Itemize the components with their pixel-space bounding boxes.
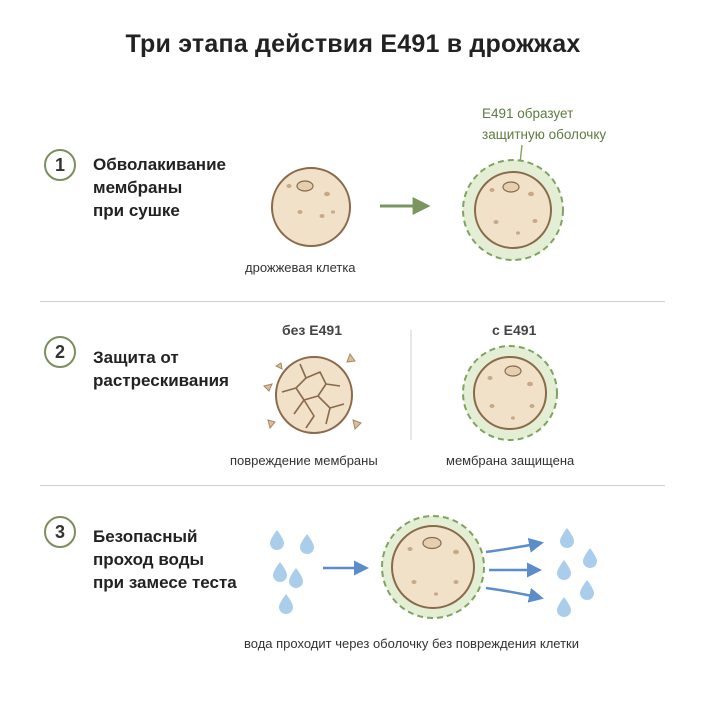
step-2-number: 2 (44, 336, 76, 368)
water-drops-left (270, 530, 314, 614)
protected-yeast-cell (462, 345, 558, 441)
water-drops-right (557, 528, 597, 617)
membrane-protected-caption: мембрана защищена (446, 453, 575, 468)
divider-1 (40, 301, 665, 302)
step-1-label-line: мембраны (93, 178, 183, 197)
step-2-label-line: растрескивания (93, 371, 229, 390)
divider-2 (40, 485, 665, 486)
water-outflow-arrows (485, 537, 544, 603)
step-1-label-line: при сушке (93, 201, 180, 220)
step-1-label: Обволакивание мембраны при сушке (93, 153, 226, 222)
coated-yeast-cell (462, 159, 564, 261)
coating-note-line: защитную оболочку (482, 127, 607, 142)
with-e491-heading: с E491 (492, 322, 537, 338)
without-e491-heading: без E491 (282, 322, 342, 338)
step-2-label: Защита от растрескивания (93, 346, 229, 392)
step-3-number: 3 (44, 516, 76, 548)
yeast-cell (271, 167, 351, 247)
step-1-number: 1 (44, 149, 76, 181)
step-2-label-line: Защита от (93, 348, 179, 367)
coated-cell-water-passage (381, 515, 485, 619)
step-3-label: Безопасный проход воды при замесе теста (93, 525, 237, 594)
step-3-label-line: Безопасный (93, 527, 198, 546)
page-title: Три этапа действия E491 в дрожжах (125, 30, 581, 58)
yeast-cell-caption: дрожжевая клетка (245, 260, 356, 275)
coating-note-line: E491 образует (482, 106, 574, 121)
coating-note: E491 образует защитную оболочку (482, 103, 606, 145)
water-passage-caption: вода проходит через оболочку без поврежд… (244, 636, 579, 651)
cracked-yeast-cell (263, 352, 362, 434)
step-3-label-line: при замесе теста (93, 573, 237, 592)
step-3-label-line: проход воды (93, 550, 205, 569)
step-1-label-line: Обволакивание (93, 155, 226, 174)
membrane-damage-caption: повреждение мембраны (230, 453, 378, 468)
